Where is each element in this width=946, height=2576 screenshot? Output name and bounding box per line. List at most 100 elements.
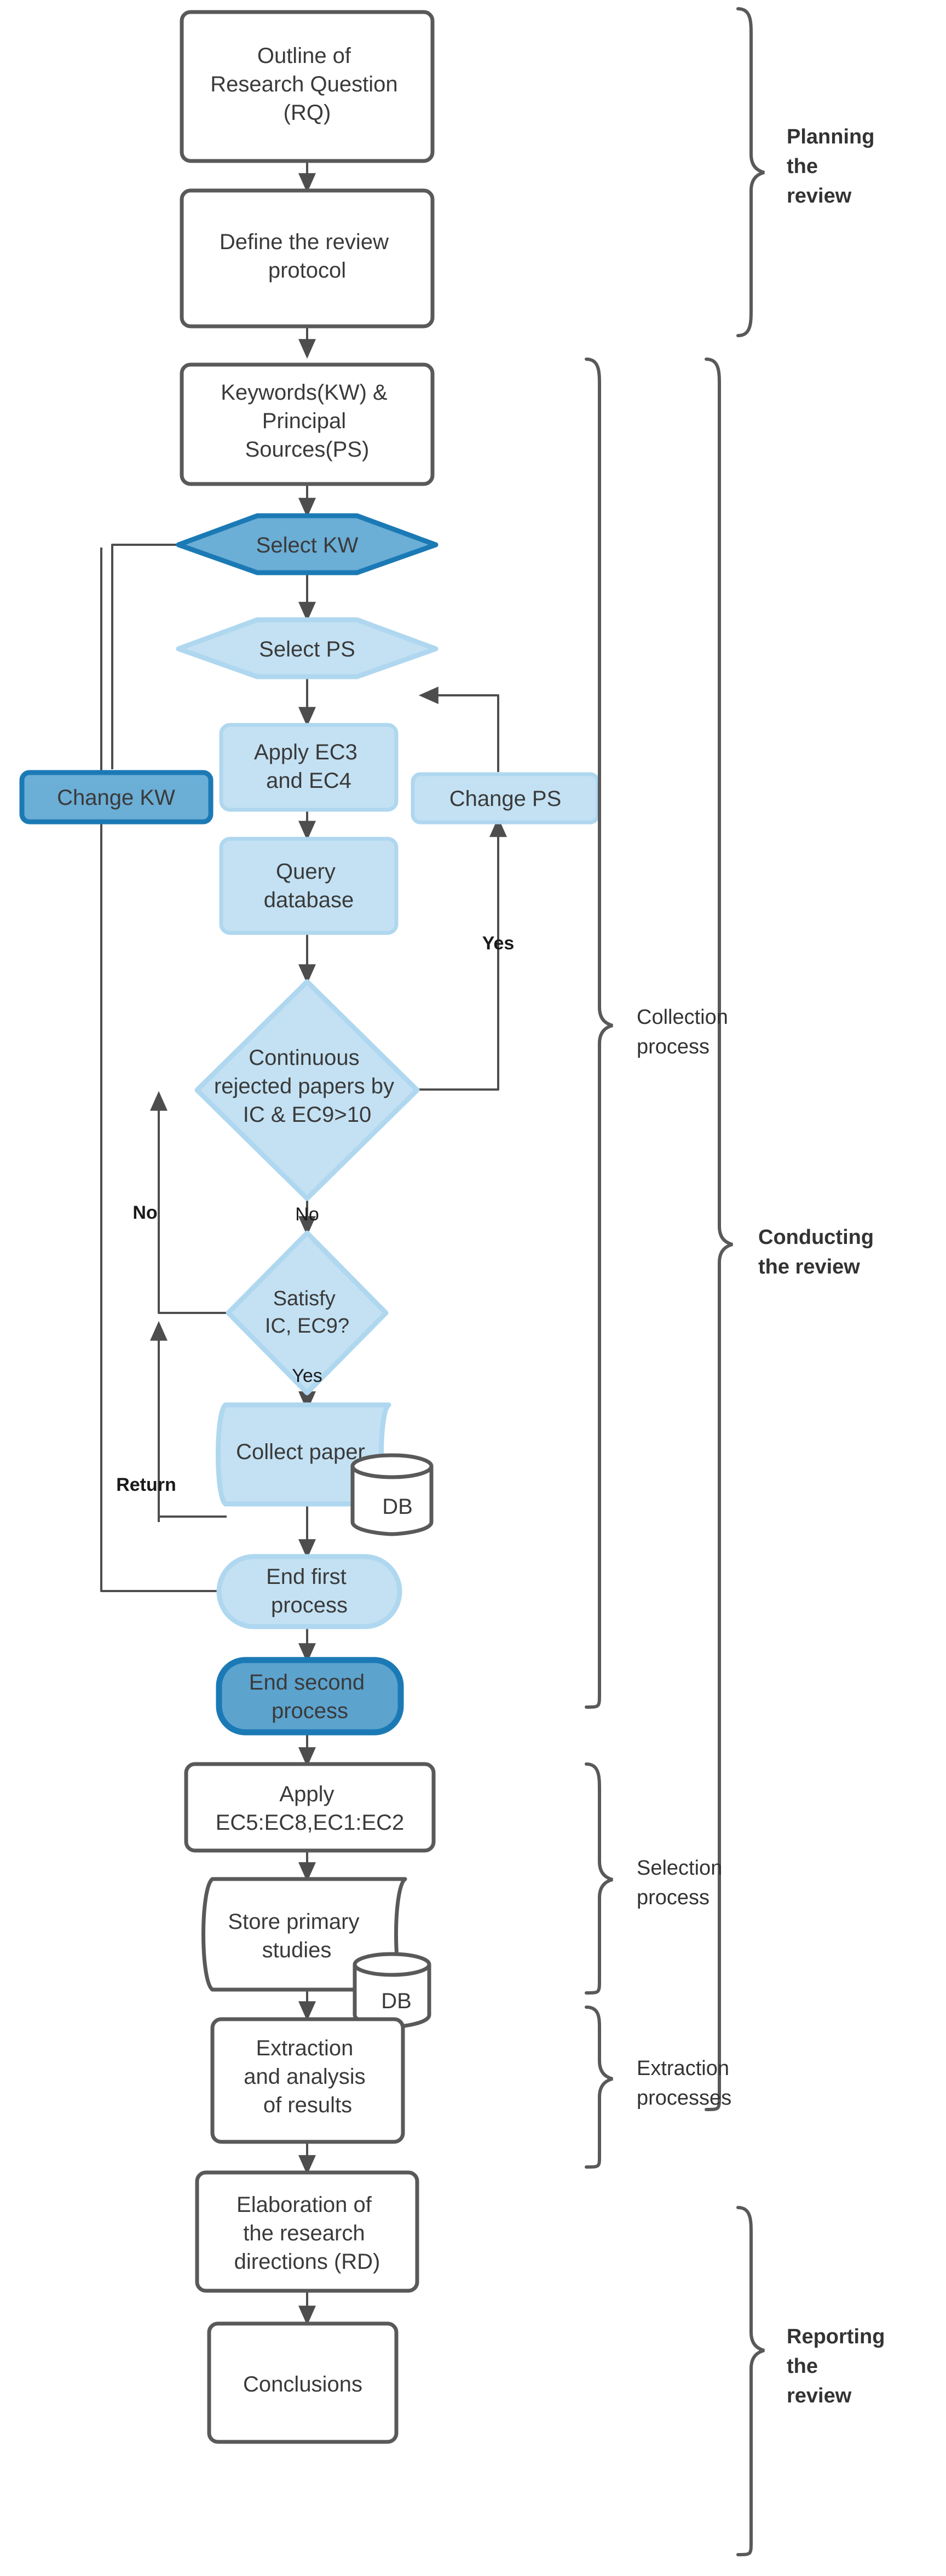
node-label-line: Query [276,860,336,884]
section-label-line: process [637,1886,710,1909]
section-label-line: Planning [787,125,874,148]
node-label-line: rejected papers by [214,1074,394,1098]
node-label: Conclusions [243,2372,362,2396]
node-label-line: Sources(PS) [245,437,370,462]
node-conclusions[interactable]: Conclusions [207,2321,399,2444]
node-label-line: protocol [268,258,346,283]
svg-text:Extraction processes: Extraction processes [637,2057,735,2110]
node-elaboration-of-research-directions[interactable]: Elaboration of the research directions (… [195,2170,419,2293]
node-extraction-and-analysis[interactable]: Extraction and analysis of results [210,2017,405,2144]
brace-selection [585,1762,613,1995]
svg-text:Conducting the review: Conducting the review [758,1226,880,1278]
node-select-kw[interactable]: Select KW [176,513,439,575]
edge-contrej-to-changeps [417,817,507,1091]
section-label-line: Reporting [787,2325,885,2348]
node-label-line: Apply [279,1782,334,1806]
node-label-line: Keywords(KW) & [221,381,388,405]
node-label-line: database [264,888,354,912]
section-label-layer: Planning the review Collection process C… [637,125,891,2407]
node-satisfy-ic-ec9[interactable]: Satisfy IC, EC9? [226,1230,389,1396]
node-apply-ec5-ec8-ec1-ec2[interactable]: Apply EC5:EC8,EC1:EC2 [184,1762,436,1853]
node-label-line: and EC4 [266,769,351,793]
brace-conducting [705,358,733,2111]
edge-satisfy-to-changekw [158,1194,255,1314]
node-change-ps[interactable]: Change PS [411,772,600,825]
section-label-line: the [787,155,818,178]
section-label-line: the review [758,1255,860,1278]
section-label-line: Conducting [758,1226,874,1249]
node-label-line: Continuous [249,1046,359,1070]
node-label-line: of results [263,2093,352,2117]
svg-text:Keywords(KW) & Princip: Keywords(KW) & Principal Sources(PS) [221,381,394,462]
section-label-line: Extraction [637,2057,729,2080]
node-end-second-process[interactable]: End second process [216,1657,404,1736]
node-label-line: studies [262,1938,332,1962]
svg-text:Outline of Research Qu: Outline of Research Question (RQ) [210,44,404,125]
node-keywords-and-principal-sources[interactable]: Keywords(KW) & Principal Sources(PS) [180,362,435,486]
node-label-line: Extraction [256,2036,354,2060]
node-end-first-process[interactable]: End first process [216,1554,402,1629]
section-label-line: the [787,2355,818,2378]
section-label-line: process [637,1035,710,1058]
edge-endfirst-loop [100,548,257,1592]
svg-text:Continuous rejected pa: Continuous rejected papers by IC & EC9>1… [214,1046,400,1127]
node-label: Select PS [259,637,355,661]
section-label-line: review [787,2384,852,2407]
svg-text:Define the review prot: Define the review protocol [220,230,395,283]
node-collect-paper[interactable]: Collect paper [216,1402,391,1507]
node-db-cylinder-store: DB [353,1952,431,2029]
section-brace-layer [585,7,765,2556]
node-label-line: End second [249,1670,365,1695]
svg-text:End first process: End first process [266,1565,353,1617]
node-label-line: Apply EC3 [254,740,357,764]
svg-text:Satisfy IC, EC9?: Satisfy IC, EC9? [265,1287,349,1338]
svg-text:Extraction and analysi: Extraction and analysis of results [244,2036,372,2117]
section-label-line: Collection [637,1006,728,1029]
node-label-line: IC & EC9>10 [243,1103,372,1127]
svg-text:Planning the r: Planning the review [787,125,880,208]
brace-collection [585,358,613,1709]
node-db-cylinder-collect: DB [350,1453,434,1536]
node-label: Change PS [449,787,562,811]
node-label-line: EC5:EC8,EC1:EC2 [216,1811,405,1835]
node-label-line: Research Question [210,72,397,96]
node-label-line: Define the review [220,230,389,254]
node-label-line: process [272,1699,348,1723]
edge-label-layer: Yes No No Yes Return [116,933,514,1495]
node-label-line: the research [243,2221,365,2245]
node-label: Select KW [256,533,359,557]
section-label-line: Selection [637,1857,722,1880]
node-label-line: and analysis [244,2065,365,2089]
node-label-line: Principal [262,409,346,433]
edge-changeps-to-selectps [418,687,499,772]
node-define-the-review-protocol[interactable]: Define the review protocol [180,188,435,329]
node-continuous-rejected-papers[interactable]: Continuous rejected papers by IC & EC9>1… [194,979,420,1201]
db-label: DB [382,1495,413,1519]
node-outline-of-research-question[interactable]: Outline of Research Question (RQ) [180,10,435,163]
node-label-line: Elaboration of [236,2193,372,2217]
svg-text:Collection process: Collection process [637,1006,734,1058]
node-apply-ec3-and-ec4[interactable]: Apply EC3 and EC4 [219,723,399,812]
edge-label-yes-changeps: Yes [482,933,515,954]
node-query-database[interactable]: Query database [219,837,399,935]
section-label-line: processes [637,2087,731,2110]
svg-text:End second process: End second process [249,1670,371,1723]
svg-text:Reporting the: Reporting the review [787,2325,891,2407]
edge-label-yes-satisfy: Yes [292,1365,322,1386]
svg-text:Apply EC3 and EC4: Apply EC3 and EC4 [254,740,364,793]
node-label-line: directions (RD) [234,2250,380,2274]
edge-label-no-contrej: No [295,1204,319,1225]
svg-text:Store primary studies: Store primary studies [228,1910,365,1962]
node-label-line: Store primary [228,1910,359,1934]
node-label-line: Outline of [257,44,351,68]
node-label-line: (RQ) [284,101,331,125]
node-change-kw[interactable]: Change KW [19,770,214,825]
node-select-ps[interactable]: Select PS [176,617,439,679]
edge-label-no-left: No [132,1202,157,1223]
db-label: DB [381,1989,412,2013]
section-label-line: review [787,185,852,208]
svg-text:Elaboration of the res: Elaboration of the research directions (… [234,2193,380,2274]
edge-label-return: Return [116,1474,176,1495]
